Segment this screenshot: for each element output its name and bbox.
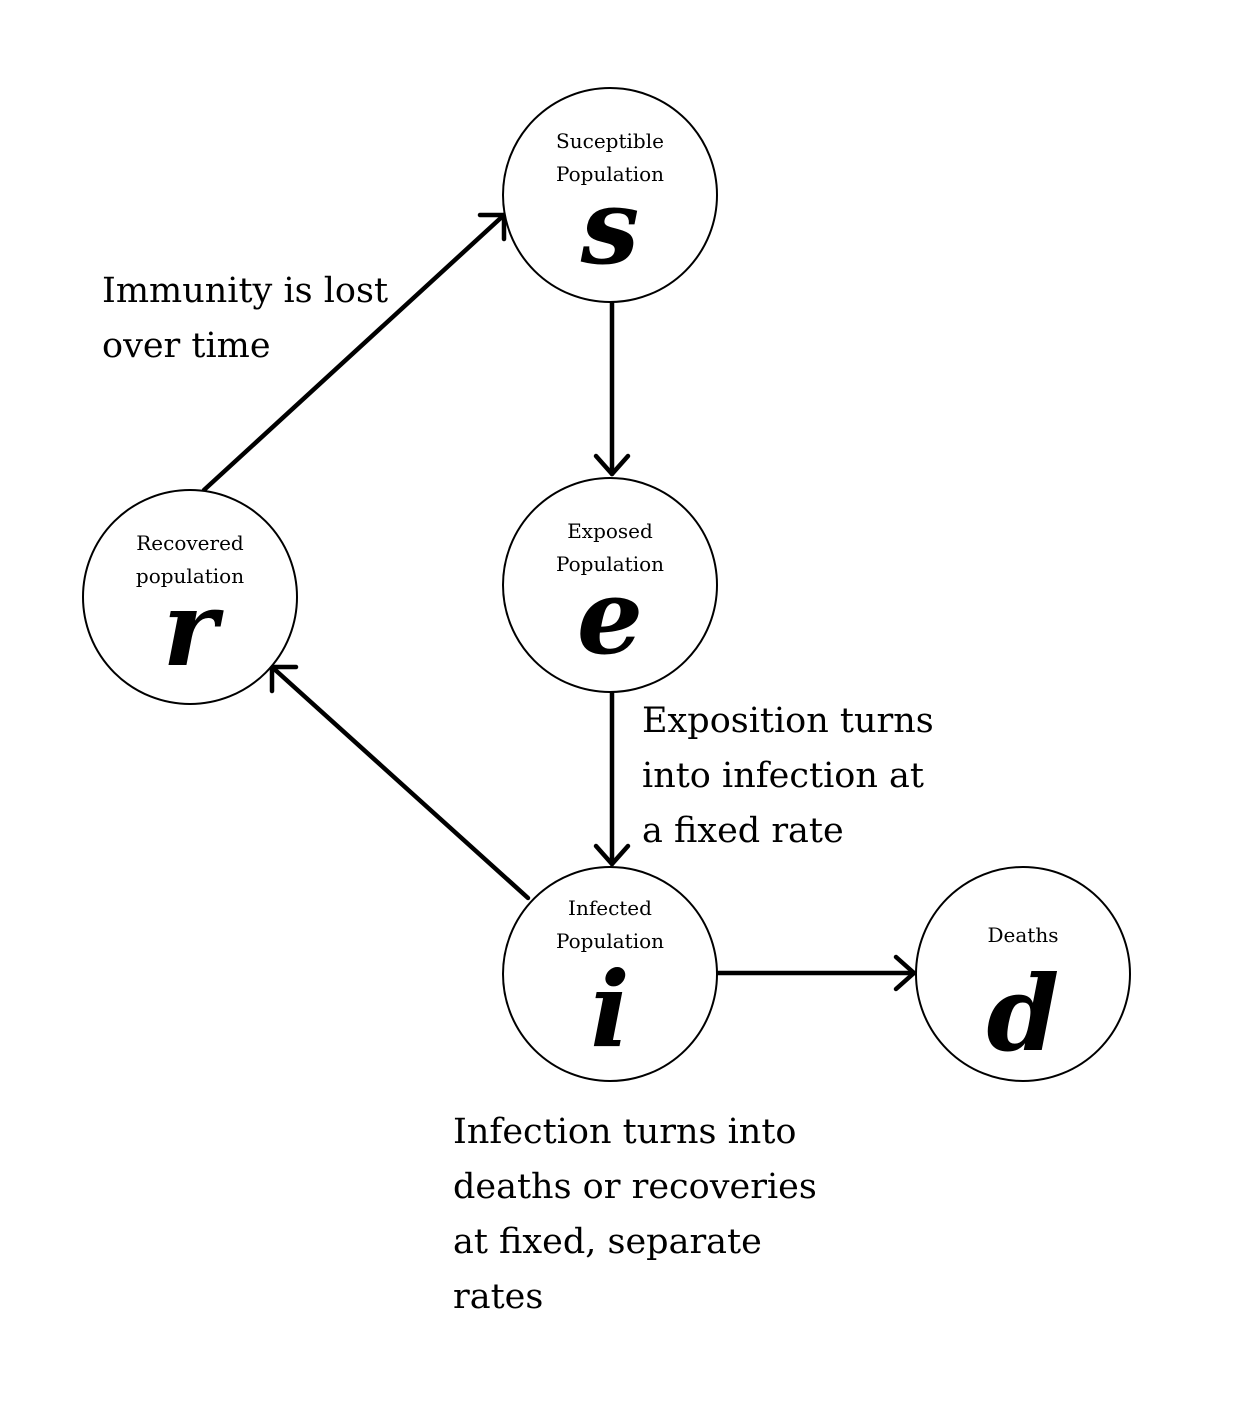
annotation-exposition: Exposition turns into infection at a fix… bbox=[642, 701, 934, 851]
node-deaths: Deaths d bbox=[915, 866, 1131, 1082]
node-deaths-symbol: d bbox=[986, 952, 1060, 1075]
node-susceptible-symbol: s bbox=[580, 165, 640, 288]
node-susceptible: Suceptible Population s bbox=[502, 87, 718, 303]
annotation-infection: Infection turns into deaths or recoverie… bbox=[453, 1112, 817, 1317]
node-recovered-label: Recovered population bbox=[135, 531, 245, 588]
node-exposed: Exposed Population e bbox=[502, 477, 718, 693]
node-susceptible-label: Suceptible Population bbox=[555, 129, 665, 186]
node-infected: Infected Population i bbox=[502, 866, 718, 1082]
node-exposed-symbol: e bbox=[576, 555, 644, 678]
arrow-i-to-r bbox=[269, 664, 531, 901]
node-exposed-label: Exposed Population bbox=[555, 519, 665, 576]
arrow-s-to-e bbox=[593, 299, 631, 477]
arrow-e-to-i bbox=[593, 689, 631, 867]
node-infected-label: Infected Population bbox=[555, 896, 665, 953]
annotation-immunity: Immunity is lost over time bbox=[102, 271, 389, 366]
node-infected-symbol: i bbox=[590, 948, 630, 1071]
node-deaths-label: Deaths bbox=[987, 923, 1059, 947]
node-recovered: Recovered population r bbox=[82, 489, 298, 705]
node-recovered-symbol: r bbox=[162, 567, 218, 690]
arrow-i-to-d bbox=[715, 954, 917, 992]
